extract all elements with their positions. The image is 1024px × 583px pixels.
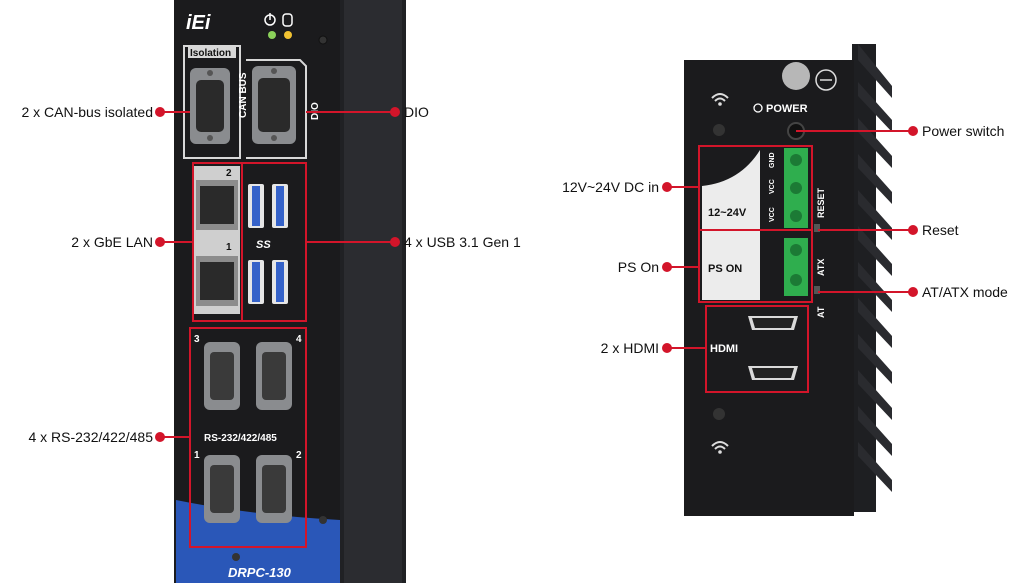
wifi-antenna-icon — [711, 441, 729, 454]
usb-logo: SS — [256, 239, 271, 251]
com-3-number: 3 — [194, 334, 200, 345]
callout-dc-in: 12V~24V DC in — [562, 179, 659, 195]
hdmi-ports — [748, 316, 798, 380]
reset-button[interactable] — [814, 224, 820, 232]
callout-reset: Reset — [922, 222, 959, 238]
callout-ps-on: PS On — [617, 259, 659, 275]
atx-label: ATX — [816, 259, 826, 276]
serial-label: RS-232/422/485 — [204, 433, 277, 444]
can-bus-port — [190, 68, 230, 144]
svg-text:iEi: iEi — [186, 12, 211, 34]
com-2-number: 2 — [296, 450, 302, 461]
callout-usb: 4 x USB 3.1 Gen 1 — [404, 234, 521, 250]
com-1-number: 1 — [194, 450, 200, 461]
pin-vcc: VCC — [769, 207, 776, 222]
voltage-label: 12~24V — [708, 207, 747, 219]
usb-ports: SS — [248, 184, 288, 304]
right-device: POWER 12~24V PS ON GND VCC VCC RESET ATX… — [684, 44, 892, 516]
callout-at-atx: AT/ATX mode — [922, 284, 1008, 300]
ground-screw-icon — [782, 62, 837, 91]
callout-dio: DIO — [404, 104, 429, 120]
callout-hdmi: 2 x HDMI — [600, 340, 659, 356]
right-heatsink-fins — [852, 44, 892, 512]
dio-frame — [246, 59, 307, 159]
lan-2-number: 2 — [226, 168, 232, 179]
reset-label: RESET — [816, 187, 826, 218]
wifi-antenna-icon — [711, 93, 729, 106]
isolation-label: Isolation — [190, 48, 231, 59]
callout-power-switch: Power switch — [922, 123, 1005, 139]
callout-gbe-lan: 2 x GbE LAN — [71, 234, 153, 250]
hdmi-label: HDMI — [710, 343, 738, 355]
dc-terminal-block: GND VCC VCC — [769, 148, 808, 228]
left-device: iEi Isolation CAN BUS DIO 2 1 — [174, 0, 406, 583]
com-4-number: 4 — [296, 334, 302, 345]
com-ports: 3 4 1 2 — [194, 334, 302, 523]
callout-serial: 4 x RS-232/422/485 — [28, 429, 153, 445]
power-label: POWER — [766, 103, 808, 115]
ps-on-label: PS ON — [708, 263, 742, 275]
power-led-icons — [264, 13, 293, 39]
power-icon — [753, 103, 763, 113]
brand-logo: iEi — [185, 12, 225, 34]
at-label: AT — [816, 306, 826, 318]
dc-in-label-panel — [702, 150, 760, 300]
model-name: DRPC-130 — [228, 565, 292, 580]
ps-on-terminal-block — [784, 238, 808, 296]
callout-can-bus: 2 x CAN-bus isolated — [21, 104, 153, 120]
can-bus-label: CAN BUS — [238, 72, 249, 118]
at-atx-switch[interactable] — [814, 286, 820, 294]
pin-vcc: VCC — [769, 179, 776, 194]
dio-port — [252, 66, 296, 144]
lan-1-number: 1 — [226, 242, 232, 253]
lan-ports: 2 1 — [194, 166, 240, 314]
pin-gnd: GND — [769, 152, 776, 168]
